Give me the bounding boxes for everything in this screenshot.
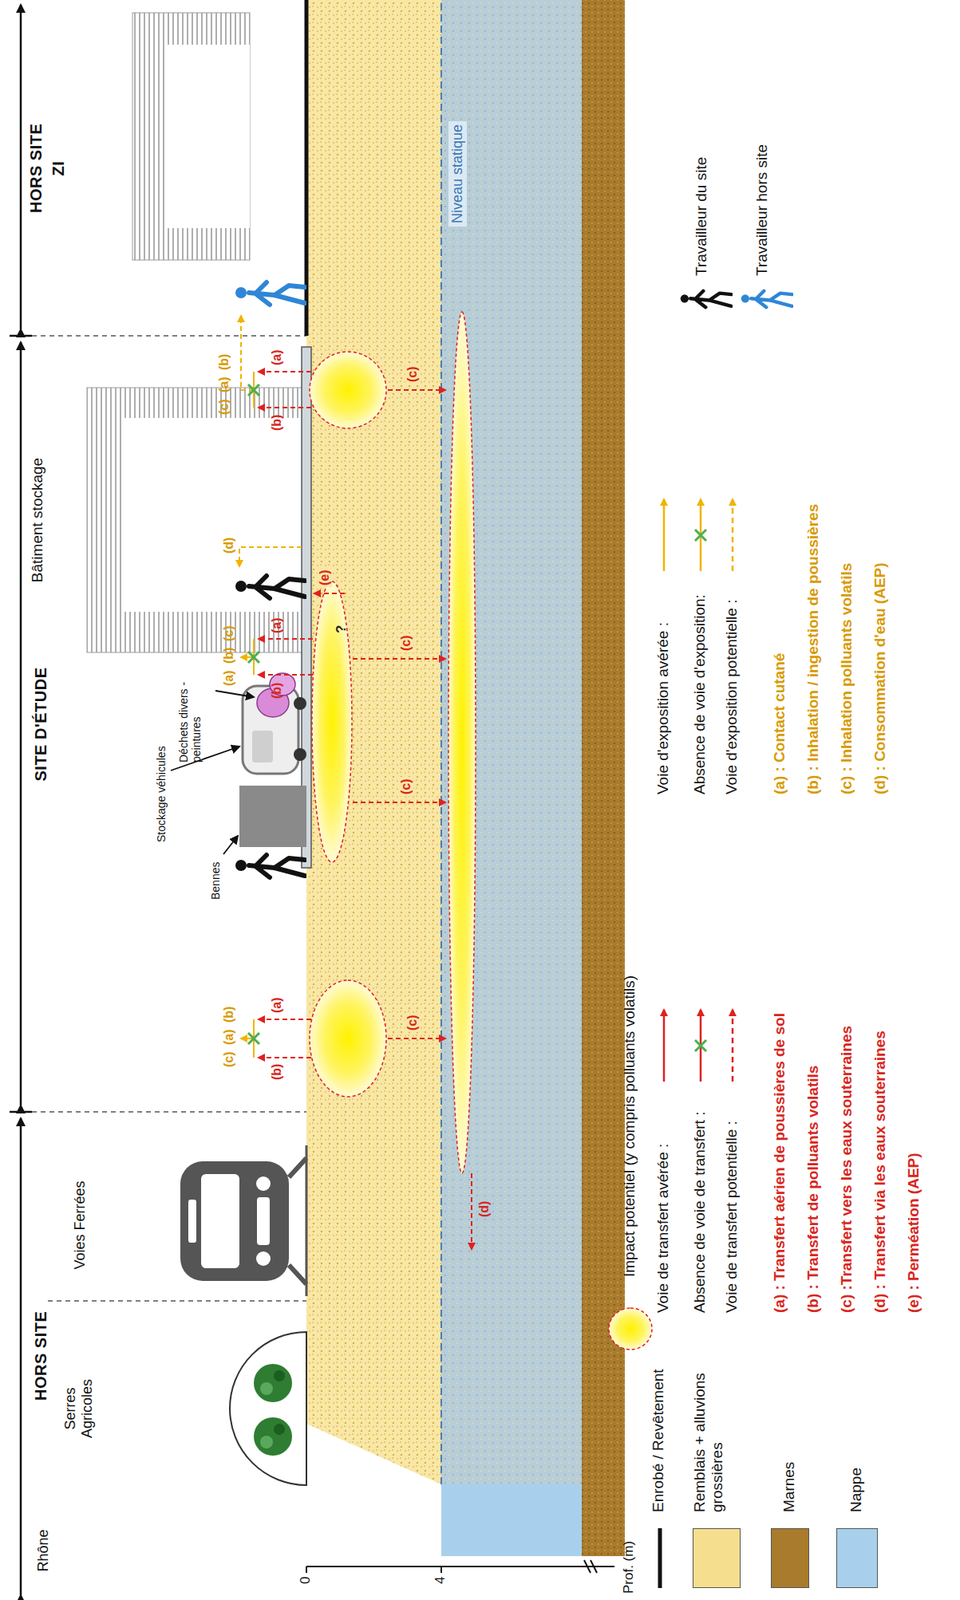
site-worker	[235, 855, 305, 878]
legend-text: (b) : Transfert de polluants volatils	[804, 1066, 822, 1314]
legend-text: (c) :Transfert vers les eaux souterraine…	[837, 1026, 856, 1314]
impact-zones	[309, 312, 476, 1174]
legend-text: Marnes	[780, 1462, 799, 1514]
legend-text: Absence de voie de transfert :	[691, 1112, 709, 1314]
train	[180, 1145, 307, 1297]
diagram-label: (a)	[217, 376, 232, 393]
storage-building	[86, 387, 307, 653]
site-worker	[235, 576, 305, 599]
building-label: Bâtiment stockage	[28, 387, 47, 653]
legend-text: Enrobé / Revêtement	[649, 1369, 668, 1514]
diagram-label: (c)	[221, 1051, 237, 1068]
diagram-label: HORS SITE	[27, 121, 46, 216]
diagram-label: (c)	[221, 625, 237, 642]
diagram-label: Niveau statique	[448, 121, 467, 227]
legend-samples	[608, 291, 793, 1589]
diagram-label: Rhône	[35, 1529, 52, 1573]
diagram-label: (b)	[269, 1064, 285, 1081]
diagram-label: (c)	[399, 633, 414, 653]
exposure-arrows	[239, 316, 302, 1059]
legend-text: Travailleur hors site	[753, 144, 771, 277]
offsite-worker	[235, 282, 305, 305]
legend-text: Absence de voie d'exposition:	[691, 594, 709, 795]
legend-text: (d) : Transfert via les eaux souterraine…	[871, 1031, 889, 1314]
diagram-label: Stockage véhicules	[154, 746, 168, 843]
diagram-label: Voies Ferrées	[71, 1181, 89, 1270]
diagram-label: 4	[432, 1577, 449, 1585]
diagram-label: Bennes	[209, 862, 222, 901]
legend-text: (d) : Consommation d'eau (AEP)	[871, 562, 889, 795]
no-exposure-crosses	[248, 384, 260, 1045]
transfer-arrows	[258, 371, 472, 1250]
legend-swatch	[770, 1528, 810, 1589]
diagram-label: (c)	[399, 777, 414, 797]
zi-building	[132, 12, 250, 261]
legend-text: Voie de transfert avérée :	[654, 1144, 672, 1314]
legend-text: (a) : Transfert aérien de poussières de …	[770, 1013, 789, 1314]
diagram-label: ZI	[49, 158, 68, 179]
diagram-label: (b)	[221, 647, 237, 664]
diagram-label: (a)	[269, 617, 285, 634]
building-node: Bâtiment stockage	[28, 387, 307, 653]
legend-text: (b) : Inhalation / ingestion de poussièr…	[804, 504, 822, 795]
diagram-label: (c)	[405, 364, 420, 384]
diagram-label: Déchets divers - peintures	[177, 671, 203, 763]
diagram-label: (e)	[317, 568, 332, 588]
legend-text: (c) : Inhalation polluants volatils	[837, 563, 856, 795]
diagram-label: (b)	[269, 683, 285, 700]
diagram-label: 0	[297, 1577, 314, 1585]
legend-swatch	[692, 1528, 741, 1589]
diagram-label: (b)	[221, 1007, 237, 1024]
diagram-label: (c)	[405, 1013, 420, 1033]
diagram-label: Serres Agricoles	[62, 1365, 95, 1454]
diagram-label: (d)	[477, 1200, 492, 1220]
diagram-label: (a)	[269, 997, 285, 1014]
diagram-label: HORS SITE	[31, 1309, 51, 1404]
legend-text: (a) : Contact cutané	[770, 653, 789, 795]
ground-layers	[306, 0, 625, 1557]
diagram-label: (c)	[217, 399, 232, 415]
legend-swatch	[836, 1528, 878, 1589]
diagram-label: (a)	[221, 670, 237, 687]
diagram-label: Prof. (m)	[620, 1541, 637, 1595]
diagram-label: (b)	[217, 354, 232, 371]
legend-text: Travailleur du site	[692, 157, 711, 277]
depth-axis	[306, 1560, 615, 1574]
greenhouse	[229, 1332, 307, 1486]
zone-separators	[31, 335, 307, 1302]
legend-text: Voie d'exposition avérée :	[654, 622, 672, 795]
diagram-label: (a)	[221, 1029, 237, 1046]
diagram-label: (a)	[269, 349, 285, 366]
legend-text: Nappe	[847, 1468, 866, 1514]
site-objects	[170, 673, 307, 855]
legend-text: (e) : Perméation (AEP)	[904, 1153, 923, 1314]
diagram-label: SITE D'ÉTUDE	[31, 665, 51, 785]
diagram-label: (d)	[221, 537, 237, 554]
header-arrows	[9, 4, 32, 1597]
legend-text: Voie d'exposition potentielle :	[722, 600, 741, 795]
diagram-label: (b)	[269, 414, 285, 431]
legend-text: Remblais + alluvions grossières	[691, 1329, 727, 1514]
legend-text: Impact potentiel (y compris polluants vo…	[620, 975, 639, 1278]
diagram-label: ?	[333, 625, 350, 634]
legend-text: Voie de transfert potentielle :	[722, 1121, 741, 1314]
